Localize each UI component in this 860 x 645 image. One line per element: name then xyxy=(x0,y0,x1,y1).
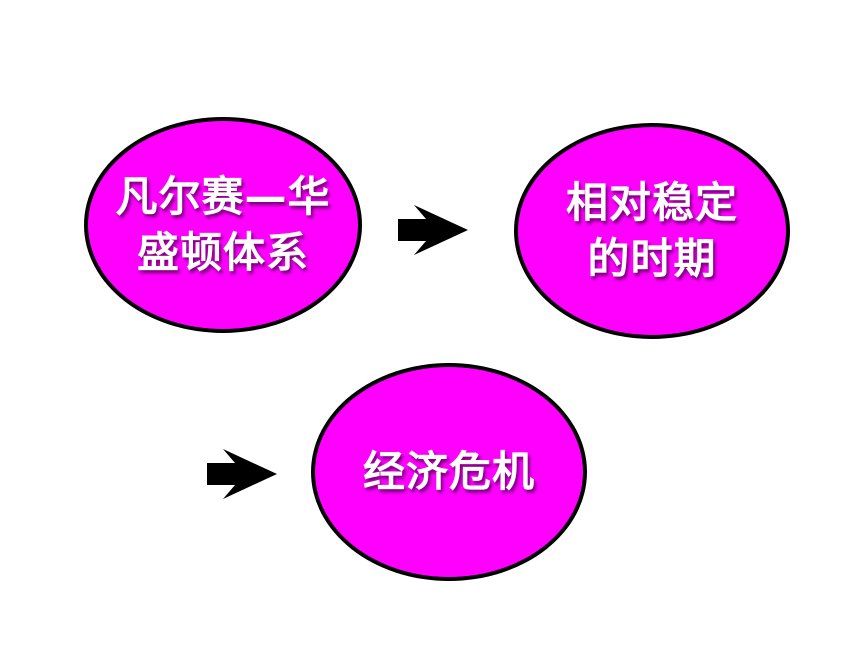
node-relatively-stable-period: 相对稳定 的时期 xyxy=(514,123,790,339)
node-text-line: 的时期 xyxy=(587,234,717,283)
right-arrow-icon xyxy=(207,449,277,499)
node-text-line: 盛顿体系 xyxy=(136,228,309,277)
node-text-line: 相对稳定 xyxy=(565,178,738,227)
node-text-line: 经济危机 xyxy=(362,447,535,496)
right-arrow-icon xyxy=(398,205,468,255)
node-economic-crisis: 经济危机 xyxy=(311,363,587,581)
node-versailles-washington-system: 凡尔赛—华 盛顿体系 xyxy=(84,117,362,333)
node-text-line: 凡尔赛—华 xyxy=(115,172,331,221)
